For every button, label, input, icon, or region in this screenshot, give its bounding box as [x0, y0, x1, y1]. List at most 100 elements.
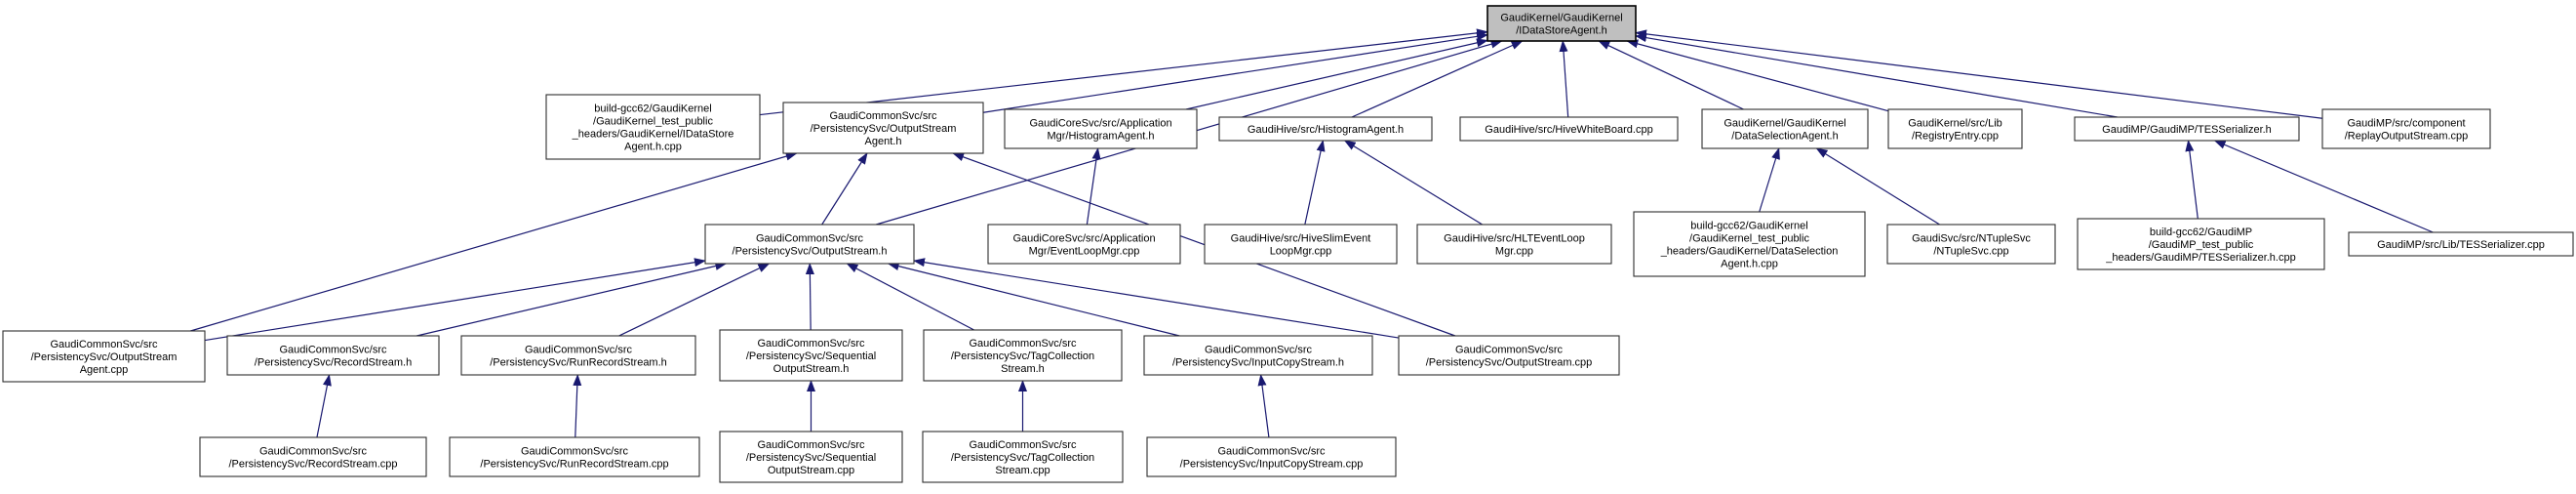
- node-box[interactable]: [1146, 436, 1397, 477]
- graph-node-runrecordstream-h[interactable]: GaudiCommonSvc/src/PersistencySvc/RunRec…: [460, 335, 696, 376]
- graph-node-inputcopystream-cpp[interactable]: GaudiCommonSvc/src/PersistencySvc/InputC…: [1146, 436, 1397, 477]
- node-label: build-gcc62/GaudiMP/GaudiMP_test_public_…: [2105, 226, 2295, 264]
- include-edge: [1635, 33, 2118, 118]
- node-label: GaudiCommonSvc/src/PersistencySvc/Record…: [228, 446, 397, 471]
- include-edge: [1086, 147, 1101, 226]
- include-edge: [1351, 40, 1524, 118]
- node-box[interactable]: [922, 431, 1124, 483]
- graph-node-idatastoreagent-h[interactable]: GaudiKernel/GaudiKernel/IDataStoreAgent.…: [1486, 5, 1637, 42]
- node-box[interactable]: [1218, 116, 1433, 142]
- node-box[interactable]: [719, 431, 903, 483]
- node-box[interactable]: [1459, 116, 1679, 142]
- include-edge: [1185, 38, 1488, 110]
- main-node-box[interactable]: [1486, 5, 1637, 42]
- node-box[interactable]: [1204, 224, 1398, 265]
- node-label: GaudiCommonSvc/src/PersistencySvc/Sequen…: [746, 439, 876, 476]
- include-edge: [204, 258, 706, 342]
- node-box[interactable]: [1701, 108, 1869, 149]
- graph-node-sequentialoutputstream-h[interactable]: GaudiCommonSvc/src/PersistencySvc/Sequen…: [719, 329, 903, 382]
- node-box[interactable]: [987, 224, 1181, 265]
- node-label: GaudiMP/src/Lib/TESSerializer.cpp: [2377, 239, 2545, 251]
- graph-node-idatastoreagent-h-cpp[interactable]: build-gcc62/GaudiKernel/GaudiKernel_test…: [545, 94, 761, 160]
- node-box[interactable]: [1398, 335, 1620, 376]
- graph-node-registryentry-cpp[interactable]: GaudiKernel/src/Lib/RegistryEntry.cpp: [1887, 108, 2023, 149]
- node-box[interactable]: [719, 329, 903, 382]
- node-box[interactable]: [704, 224, 915, 265]
- node-box[interactable]: [1416, 224, 1612, 265]
- include-edge: [1626, 39, 1889, 112]
- node-box[interactable]: [1886, 224, 2056, 265]
- node-label: GaudiCommonSvc/src/PersistencySvc/TagCol…: [951, 439, 1094, 476]
- graph-node-tesserializer-h[interactable]: GaudiMP/GaudiMP/TESSerializer.h: [2074, 116, 2300, 142]
- node-label: GaudiCommonSvc/src/PersistencySvc/TagCol…: [951, 338, 1094, 375]
- graph-node-tagcollectionstream-h[interactable]: GaudiCommonSvc/src/PersistencySvc/TagCol…: [923, 329, 1123, 382]
- node-label: GaudiHive/src/HistogramAgent.h: [1248, 124, 1404, 136]
- graph-node-outputstream-cpp[interactable]: GaudiCommonSvc/src/PersistencySvc/Output…: [1398, 335, 1620, 376]
- node-box[interactable]: [1004, 108, 1198, 149]
- node-label: GaudiSvc/src/NTupleSvc/NTupleSvc.cpp: [1912, 233, 2031, 258]
- node-label: GaudiHive/src/HiveWhiteBoard.cpp: [1485, 124, 1652, 136]
- node-box[interactable]: [1633, 211, 1866, 277]
- graph-node-dataselectionagent-h[interactable]: GaudiKernel/GaudiKernel/DataSelectionAge…: [1701, 108, 1869, 149]
- include-edge: [887, 262, 1180, 337]
- node-box[interactable]: [449, 436, 700, 477]
- include-edge: [913, 258, 1400, 339]
- graph-node-outputstreamagent-cpp[interactable]: GaudiCommonSvc/src/PersistencySvc/Output…: [2, 330, 206, 383]
- node-label: GaudiKernel/GaudiKernel/DataSelectionAge…: [1724, 118, 1845, 143]
- graph-node-recordstream-cpp[interactable]: GaudiCommonSvc/src/PersistencySvc/Record…: [199, 436, 427, 477]
- node-box[interactable]: [1887, 108, 2023, 149]
- include-edge: [1598, 40, 1744, 110]
- node-box[interactable]: [2, 330, 206, 383]
- include-edge: [2213, 140, 2434, 233]
- include-edge: [759, 28, 1488, 116]
- graph-node-inputcopystream-h[interactable]: GaudiCommonSvc/src/PersistencySvc/InputC…: [1143, 335, 1373, 376]
- node-box[interactable]: [2074, 116, 2300, 142]
- include-edge: [2185, 140, 2199, 220]
- node-box[interactable]: [1143, 335, 1373, 376]
- graph-node-tesserializer-h-cpp[interactable]: build-gcc62/GaudiMP/GaudiMP_test_public_…: [2077, 218, 2325, 270]
- node-box[interactable]: [923, 329, 1123, 382]
- node-label: GaudiCommonSvc/src/PersistencySvc/Sequen…: [746, 338, 876, 375]
- node-box[interactable]: [545, 94, 761, 160]
- include-edge: [573, 374, 582, 438]
- include-edge: [618, 263, 771, 337]
- graph-node-tesserializer-cpp[interactable]: GaudiMP/src/Lib/TESSerializer.cpp: [2348, 231, 2574, 257]
- node-box[interactable]: [226, 335, 440, 376]
- node-label: GaudiCommonSvc/src/PersistencySvc/Output…: [1426, 345, 1593, 369]
- include-edge: [316, 374, 332, 438]
- graph-node-replayoutputstream-cpp[interactable]: GaudiMP/src/component/ReplayOutputStream…: [2321, 108, 2491, 149]
- include-edge: [1759, 147, 1780, 213]
- node-box[interactable]: [2348, 231, 2574, 257]
- node-label: GaudiCommonSvc/src/PersistencySvc/InputC…: [1180, 446, 1364, 471]
- node-label: GaudiCommonSvc/src/PersistencySvc/Output…: [31, 339, 178, 376]
- graph-node-recordstream-h[interactable]: GaudiCommonSvc/src/PersistencySvc/Record…: [226, 335, 440, 376]
- node-label: GaudiMP/GaudiMP/TESSerializer.h: [2102, 124, 2272, 136]
- graph-node-tagcollectionstream-cpp[interactable]: GaudiCommonSvc/src/PersistencySvc/TagCol…: [922, 431, 1124, 483]
- graph-node-hive-histogramagent-h[interactable]: GaudiHive/src/HistogramAgent.h: [1218, 116, 1433, 142]
- node-box[interactable]: [2077, 218, 2325, 270]
- graph-node-runrecordstream-cpp[interactable]: GaudiCommonSvc/src/PersistencySvc/RunRec…: [449, 436, 700, 477]
- graph-node-outputstream-h[interactable]: GaudiCommonSvc/src/PersistencySvc/Output…: [704, 224, 915, 265]
- graph-node-outputstreamagent-h[interactable]: GaudiCommonSvc/src/PersistencySvc/Output…: [782, 102, 984, 154]
- include-edge: [821, 152, 868, 226]
- include-edge: [416, 262, 728, 337]
- graph-node-sequentialoutputstream-cpp[interactable]: GaudiCommonSvc/src/PersistencySvc/Sequen…: [719, 431, 903, 483]
- node-box[interactable]: [2321, 108, 2491, 149]
- include-edge: [1257, 374, 1270, 438]
- graph-node-ntuplesvc-cpp[interactable]: GaudiSvc/src/NTupleSvc/NTupleSvc.cpp: [1886, 224, 2056, 265]
- graph-node-hivewhiteboard-cpp[interactable]: GaudiHive/src/HiveWhiteBoard.cpp: [1459, 116, 1679, 142]
- node-box[interactable]: [782, 102, 984, 154]
- node-box[interactable]: [199, 436, 427, 477]
- include-edge: [846, 263, 974, 331]
- include-edge: [1304, 140, 1326, 226]
- node-box[interactable]: [460, 335, 696, 376]
- graph-node-dataselectionagent-h-cpp[interactable]: build-gcc62/GaudiKernel/GaudiKernel_test…: [1633, 211, 1866, 277]
